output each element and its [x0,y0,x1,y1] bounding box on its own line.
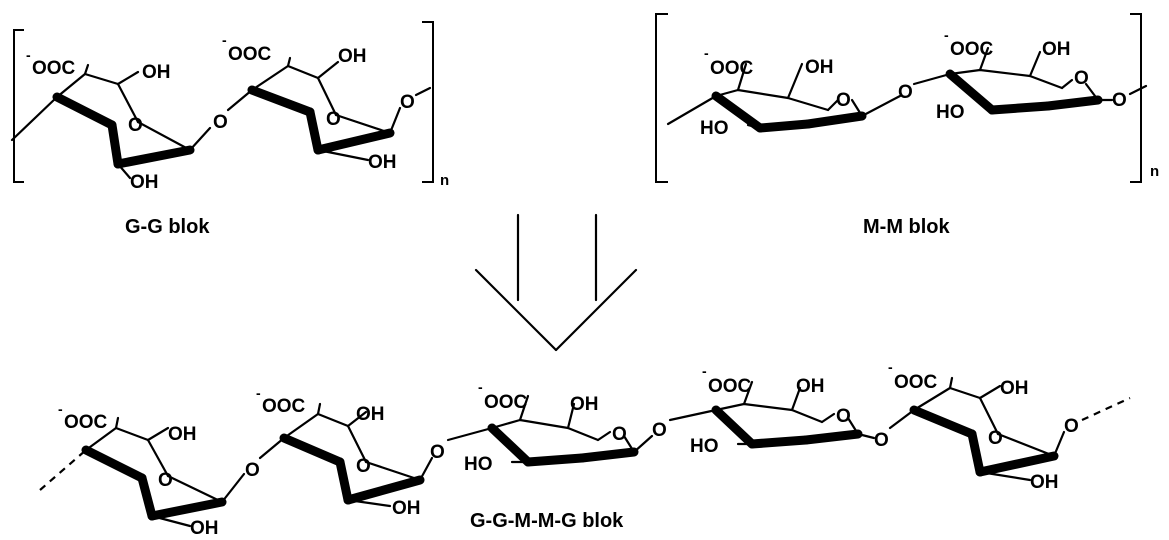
chain-charge-4: - [702,363,707,379]
gg-hydroxyl-2: OH [130,172,159,193]
mm-m-unit-2: - OOC OH O HO O [936,27,1148,123]
chain-glycosidic-oxygen-4: O [874,430,889,451]
chain-m-unit-2: - OOC OH O HO [690,363,876,457]
gg-chain-bond-left [10,95,59,142]
mm-carboxylate-1: OOC [710,58,754,79]
mm-block: n - OOC OH O HO O [655,13,1159,238]
chain-charge-1: - [58,401,63,417]
chain-carboxylate-1: OOC [64,412,108,433]
chain-charge-5: - [888,359,893,375]
gg-g-unit-1: - OOC OH O OH [10,47,212,193]
mm-left-bracket [655,13,668,183]
mm-charge-1: - [704,45,709,61]
arrow-head-left [474,268,558,352]
chain-ring-oxygen-3: O [612,424,627,445]
chain-glycosidic-oxygen-2: O [430,442,445,463]
chain-hydroxyl-3: OH [356,404,385,425]
gg-glycosidic-oxygen: O [213,112,228,133]
mm-ring1-top [714,88,830,112]
chain-g-unit-3: - OOC OH O OH O [888,359,1079,493]
mm-hydroxyl-1: OH [805,57,834,78]
chain-hydroxyl-5: OH [570,394,599,415]
gg-block: n - OOC OH O OH O [10,21,449,238]
gg-g-unit-2: - OOC OH O OH O [222,32,432,173]
chain-hydroxyl-8: OH [1030,472,1059,493]
chain-carboxylate-5: OOC [894,372,938,393]
mm-hydroxyl-left-2: HO [936,102,965,123]
gg-wedge-2 [247,85,315,117]
gg-charge-2: - [222,32,227,48]
gg-ring2-top [250,64,320,92]
gg-terminal-oxygen: O [400,92,415,113]
chain-charge-3: - [478,379,483,395]
chain-dash-left [39,449,87,491]
chain-hydroxyl-7: OH [1000,378,1029,399]
gg-carboxylate-1: OOC [32,58,76,79]
chain-ring-oxygen-1: O [158,470,173,491]
gg-hydroxyl-4: OH [368,152,397,173]
gg-carboxylate-2: OOC [228,44,272,65]
mm-carboxylate-2: OOC [950,39,994,60]
mm-hydroxyl-2: OH [1042,39,1071,60]
chain-terminal-oxygen: O [1064,416,1079,437]
mm-glycosidic-oxygen: O [898,82,913,103]
chain-glycosidic-oxygen-3: O [652,420,667,441]
chain-carboxylate-3: OOC [484,392,528,413]
chain-hydroxyl-1: OH [168,424,197,445]
gg-hydroxyl-1: OH [142,62,171,83]
chain-hydroxyl-left-2: HO [690,436,719,457]
mm-block-caption: M-M blok [863,216,951,238]
chain-m-unit-1: - OOC OH O HO [464,379,654,475]
chain-g-unit-2: - OOC OH O OH [256,385,434,519]
gg-charge-1: - [26,47,31,63]
chain-hydroxyl-left-1: HO [464,454,493,475]
chain-g-unit-1: - OOC OH O OH [58,401,246,539]
chain-dash-right [1081,397,1131,421]
gg-wedge-1 [52,92,117,130]
mm-ring-oxygen-1: O [836,90,851,111]
chain-hydroxyl-2: OH [190,518,219,535]
chain-ring-oxygen-2: O [356,456,371,477]
chain-charge-2: - [256,385,261,401]
ggmmg-block-caption: G-G-M-M-G blok [470,510,624,532]
mm-m-unit-1: - OOC OH O HO [666,45,902,139]
chain-carboxylate-4: OOC [708,376,752,397]
mm-right-bracket [1130,13,1142,183]
gg-ring-oxygen-2: O [326,109,341,130]
chain-carboxylate-2: OOC [262,396,306,417]
gg-ring-oxygen-1: O [128,115,143,136]
chain-glycosidic-oxygen-1: O [245,460,260,481]
mm-terminal-oxygen: O [1112,90,1127,111]
mm-wedge-1 [711,91,765,133]
arrow-head-right [554,268,638,352]
ggmmg-chain: - OOC OH O OH O - OOC OH O OH O [39,359,1131,539]
chain-ring-oxygen-5: O [988,428,1003,449]
chain-ring-oxygen-4: O [836,406,851,427]
gg-right-bracket [422,21,434,183]
mm-ring-oxygen-2: O [1074,68,1089,89]
merge-arrow [474,213,638,352]
mm-hydroxyl-left-1: HO [700,118,729,139]
gg-hydroxyl-3: OH [338,46,367,67]
chain-hydroxyl-4: OH [392,498,421,519]
chain-hydroxyl-6: OH [796,376,825,397]
mm-ring2-top [948,68,1064,90]
mm-charge-2: - [944,27,949,43]
gg-repeat-n: n [440,172,449,189]
gg-left-bracket [13,29,24,183]
gg-block-caption: G-G blok [125,216,210,238]
mm-wedge-2 [945,69,997,115]
mm-repeat-n: n [1150,163,1159,180]
